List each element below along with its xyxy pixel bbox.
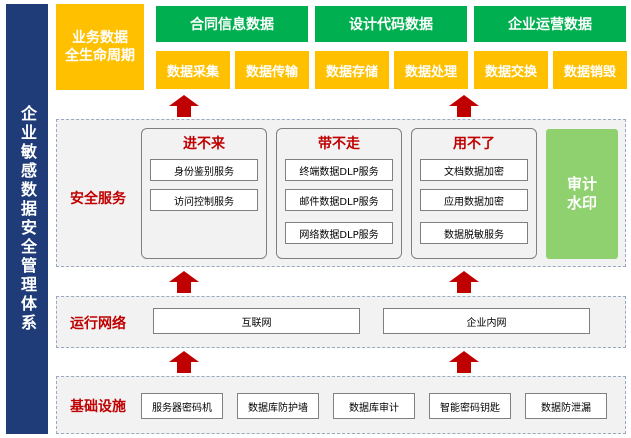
system-title: 企业敏感数据安全管理体系 [18, 105, 37, 333]
up-arrow-icon [169, 271, 199, 293]
category-operations-data: 企业运营数据 [474, 6, 626, 42]
up-arrow-icon [449, 351, 479, 373]
security-services-label: 安全服务 [70, 191, 126, 207]
up-arrow-icon [169, 351, 199, 373]
service-endpoint-dlp: 终端数据DLP服务 [285, 159, 393, 181]
group-title: 进不来 [183, 136, 225, 152]
group-title: 带不走 [318, 136, 360, 152]
infra-db-audit: 数据库审计 [333, 393, 415, 419]
category-design-code-data: 设计代码数据 [315, 6, 467, 42]
stage-collect: 数据采集 [156, 51, 230, 89]
up-arrow-icon [449, 271, 479, 293]
service-data-masking: 数据脱敏服务 [420, 222, 528, 244]
network-label: 运行网络 [70, 316, 126, 332]
group-title: 用不了 [453, 136, 495, 152]
infrastructure-label: 基础设施 [70, 399, 126, 415]
category-contract-data: 合同信息数据 [156, 6, 308, 42]
infra-smart-key: 智能密码钥匙 [429, 393, 511, 419]
system-title-bar: 企业敏感数据安全管理体系 [6, 4, 48, 434]
group-cannot-take: 带不走 终端数据DLP服务 邮件数据DLP服务 网络数据DLP服务 [276, 128, 402, 259]
group-keep-out: 进不来 身份鉴别服务 访问控制服务 [141, 128, 267, 259]
service-identity-auth: 身份鉴别服务 [150, 159, 258, 181]
service-network-dlp: 网络数据DLP服务 [285, 222, 393, 244]
network-internet: 互联网 [153, 308, 360, 334]
stage-destroy: 数据销毁 [553, 51, 627, 89]
service-application-encryption: 应用数据加密 [420, 189, 528, 211]
service-document-encryption: 文档数据加密 [420, 159, 528, 181]
infra-dlp: 数据防泄漏 [525, 393, 607, 419]
audit-watermark: 审计 水印 [546, 129, 618, 259]
stage-exchange: 数据交换 [474, 51, 548, 89]
service-email-dlp: 邮件数据DLP服务 [285, 189, 393, 211]
service-access-control: 访问控制服务 [150, 189, 258, 211]
up-arrow-icon [169, 95, 199, 117]
up-arrow-icon [449, 95, 479, 117]
infra-db-firewall: 数据库防护墙 [237, 393, 319, 419]
stage-transmit: 数据传输 [235, 51, 309, 89]
infra-server-crypto: 服务器密码机 [141, 393, 223, 419]
stage-process: 数据处理 [394, 51, 468, 89]
stage-store: 数据存储 [315, 51, 389, 89]
network-intranet: 企业内网 [383, 308, 590, 334]
group-unusable: 用不了 文档数据加密 应用数据加密 数据脱敏服务 [411, 128, 537, 259]
lifecycle-label: 业务数据 全生命周期 [56, 4, 144, 90]
